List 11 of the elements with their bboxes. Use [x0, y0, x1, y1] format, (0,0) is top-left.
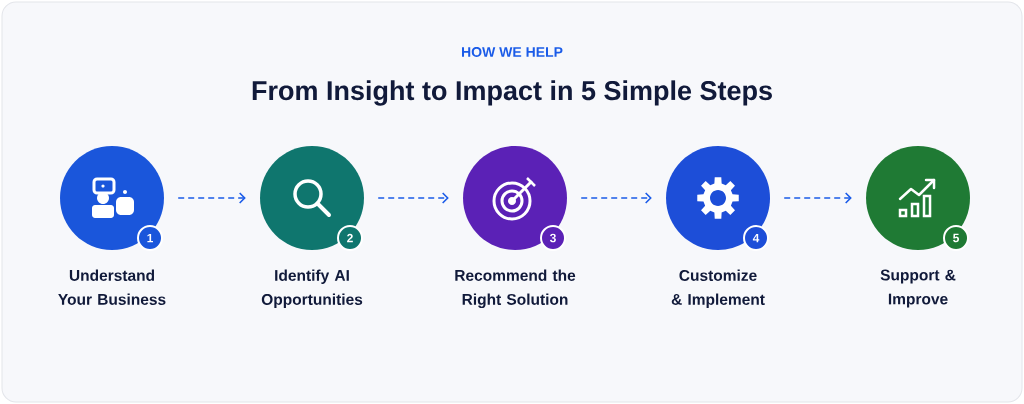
step-label: Recommend the Right Solution — [455, 269, 576, 309]
arrow — [177, 192, 246, 204]
step-label: Understand Your Business — [58, 269, 166, 305]
step-label: Customize & Implement — [671, 269, 765, 308]
step-label: Identify AI Opportunities — [261, 269, 363, 308]
arrow — [783, 192, 852, 204]
eyebrow-heading: HOW WE HELP — [462, 47, 563, 57]
title: From Insight to Impact in 5 Simple Steps — [252, 80, 772, 106]
step-label: Support & Improve — [880, 269, 956, 308]
arrow — [377, 192, 449, 204]
arrow — [580, 192, 652, 204]
